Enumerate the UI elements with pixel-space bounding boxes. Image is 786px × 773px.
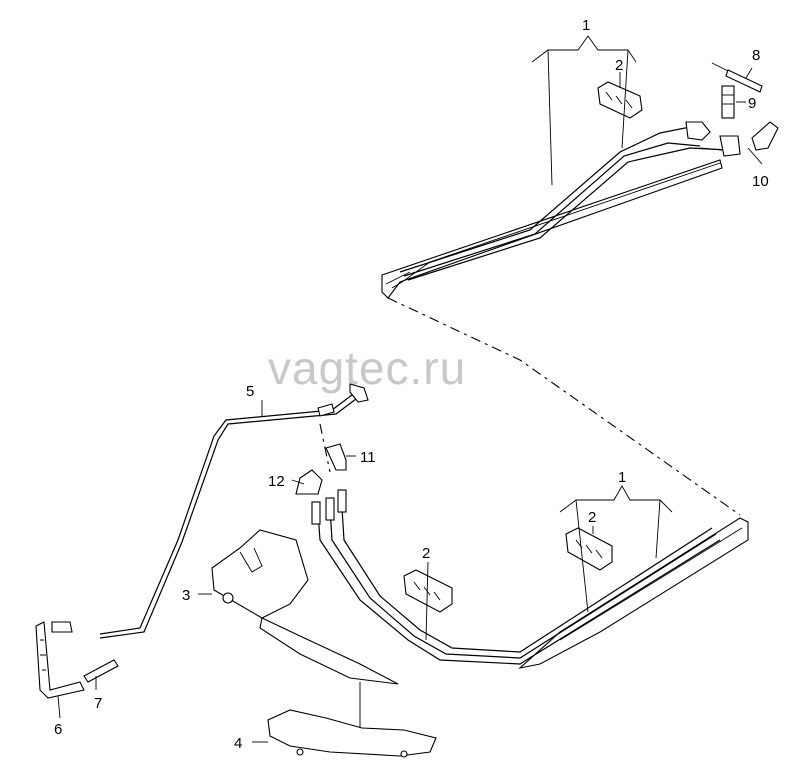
callout-1-bottom: 1 bbox=[618, 469, 626, 486]
hose-6 bbox=[35, 621, 85, 699]
callout-1-top: 1 bbox=[582, 17, 590, 34]
connector-12 bbox=[295, 469, 323, 525]
callout-3: 3 bbox=[182, 587, 190, 604]
callout-2-top: 2 bbox=[615, 57, 623, 74]
callout-7: 7 bbox=[94, 695, 102, 712]
callout-10: 10 bbox=[752, 173, 769, 190]
callout-2-bottom-right: 2 bbox=[588, 509, 596, 526]
top-pipe-1 bbox=[399, 126, 691, 273]
connector-10 bbox=[751, 121, 779, 151]
callout-9: 9 bbox=[748, 95, 756, 112]
callout-11: 11 bbox=[360, 449, 376, 466]
bottom-clip-right bbox=[565, 527, 613, 571]
connector-11 bbox=[325, 443, 347, 513]
part-4 bbox=[267, 682, 437, 758]
callout-2-bottom-left: 2 bbox=[422, 545, 430, 562]
top-pipe-2 bbox=[403, 142, 701, 277]
connector-8 bbox=[711, 62, 763, 93]
connector-9 bbox=[721, 85, 735, 119]
callout-8: 8 bbox=[752, 47, 760, 64]
hose-5 bbox=[99, 383, 369, 639]
callout-4: 4 bbox=[234, 735, 242, 752]
callout-6: 6 bbox=[54, 721, 62, 738]
watermark-text: vagtec.ru bbox=[268, 342, 466, 394]
callout-5: 5 bbox=[246, 383, 254, 400]
top-clip bbox=[597, 81, 643, 119]
bottom-callout-bracket bbox=[559, 485, 673, 613]
top-sill-panel bbox=[381, 159, 723, 299]
elbow-fitting-top bbox=[685, 121, 741, 157]
mounting-bracket-3 bbox=[198, 529, 399, 685]
callout-12: 12 bbox=[268, 473, 285, 490]
break-line bbox=[387, 297, 741, 516]
top-callout-bracket bbox=[531, 35, 637, 186]
connector-7 bbox=[83, 659, 119, 690]
top-pipe-assembly bbox=[381, 62, 779, 299]
bottom-pipe-assembly bbox=[295, 443, 749, 669]
